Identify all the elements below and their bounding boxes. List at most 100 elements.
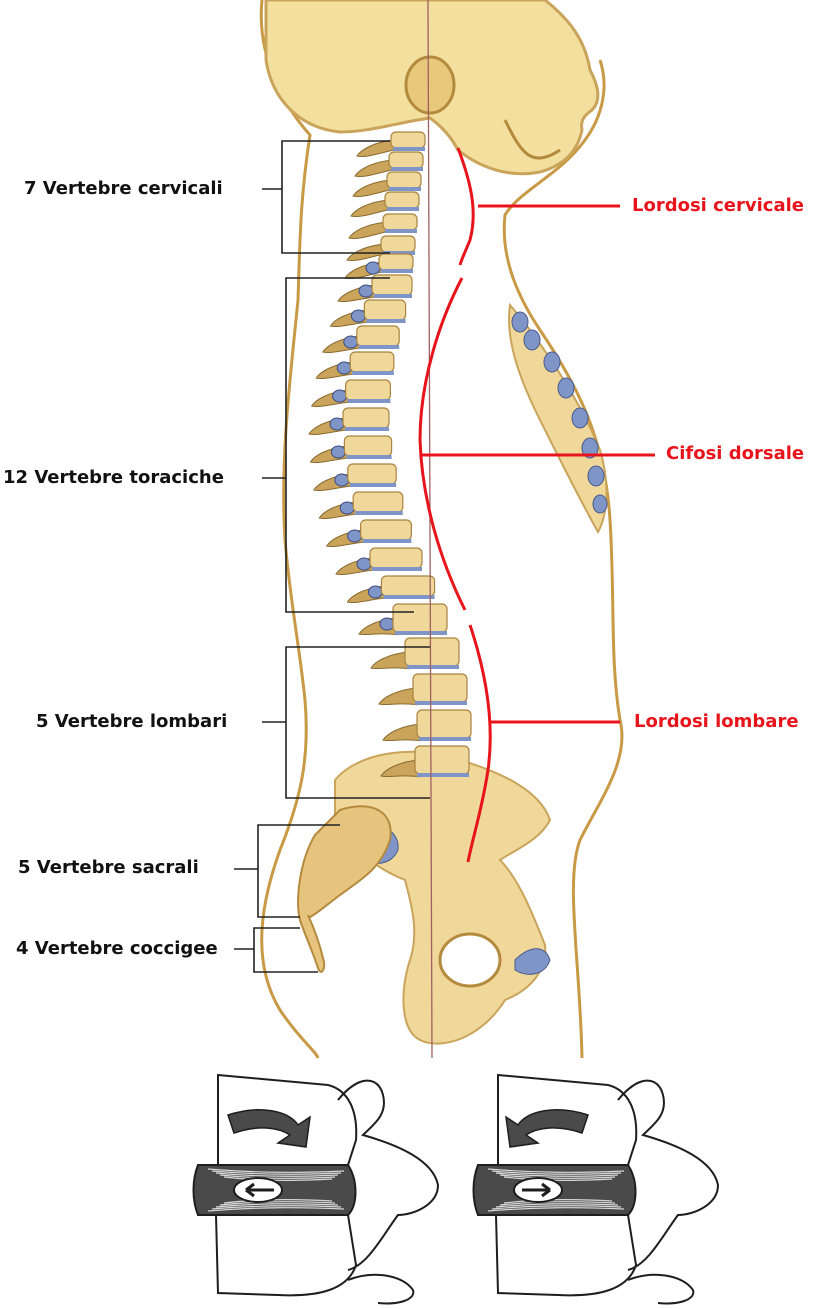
vertebra-body <box>369 547 423 569</box>
disc-fibers <box>491 1170 622 1175</box>
intervertebral-disc <box>349 483 397 487</box>
lower-vertebra <box>214 1214 358 1297</box>
vertebra-body <box>404 637 460 667</box>
vertebra-body <box>380 235 416 253</box>
intervertebral-disc <box>391 167 423 171</box>
disc-fibers <box>495 1203 619 1208</box>
intervertebral-disc <box>346 455 392 459</box>
vertebra-body <box>416 709 472 739</box>
intervertebral-disc <box>372 567 422 571</box>
vertebrae-brackets <box>234 140 430 973</box>
label-coccygeal-vertebrae: 4 Vertebre coccigee <box>16 938 218 959</box>
intervertebral-disc <box>362 539 412 543</box>
vertebra-body <box>392 603 448 633</box>
disc-fibers <box>499 1201 616 1206</box>
intervertebral-disc <box>352 371 394 375</box>
rotation-illustration-left <box>192 1073 440 1305</box>
intervertebral-disc <box>419 737 471 741</box>
vertebra-body <box>352 491 404 513</box>
vertebra-process <box>350 199 390 217</box>
vertebra-process <box>382 723 422 742</box>
label-thoracic-vertebrae: 12 Vertebre toraciche <box>3 467 224 488</box>
vertebra-foramen <box>329 417 345 431</box>
lower-process <box>627 1273 695 1305</box>
disc-fibers <box>487 1168 625 1173</box>
disc-fibers <box>207 1207 345 1212</box>
intervertebral-disc <box>415 701 467 705</box>
disc-fibers <box>487 1207 625 1212</box>
label-sacral-vertebrae: 5 Vertebre sacrali <box>18 857 199 878</box>
vertebra-foramen <box>350 309 366 323</box>
spine-icon <box>308 131 472 778</box>
vertebra-foramen <box>379 617 395 631</box>
label-cervical-vertebrae: 7 Vertebre cervicali <box>24 178 223 199</box>
sacrum-icon <box>297 805 392 973</box>
curvature-lines <box>418 147 655 863</box>
vertebra-body <box>386 171 422 189</box>
disc-fibers <box>503 1176 613 1181</box>
rotation-illustration-right <box>472 1073 720 1305</box>
vertebra-body <box>380 575 436 597</box>
vertebra-body <box>390 131 426 149</box>
intervertebral-disc <box>345 427 389 431</box>
intervertebral-disc <box>407 665 459 669</box>
intervertebral-disc <box>383 595 435 599</box>
rotation-arrow-icon <box>227 1109 311 1148</box>
intervertebral-disc <box>417 773 469 777</box>
lower-vertebra <box>494 1214 638 1297</box>
disc-fibers <box>503 1199 613 1204</box>
vertebra-foramen <box>347 529 363 543</box>
vertebra-foramen <box>339 501 355 515</box>
vertebra-process <box>356 139 396 157</box>
vertebra-body <box>342 407 390 429</box>
disc-fibers <box>215 1203 339 1208</box>
disc-fibers <box>219 1174 336 1179</box>
intervertebral-disc <box>389 187 421 191</box>
vertebra-body <box>356 325 400 347</box>
disc-fibers <box>491 1205 622 1210</box>
disc-fibers <box>223 1176 333 1181</box>
vertebra-body <box>349 351 395 373</box>
intervertebral-disc <box>385 229 417 233</box>
vertebra-processes <box>337 1079 440 1271</box>
label-dorsal-kyphosis: Cifosi dorsale <box>666 443 805 464</box>
intervertebral-disc <box>387 207 419 211</box>
lower-process <box>347 1273 415 1305</box>
intervertebral-disc <box>374 294 412 298</box>
nucleus-arrow-icon <box>522 1182 551 1198</box>
vertebra-foramen <box>330 445 346 459</box>
vertebra-process <box>380 759 420 778</box>
vertebra-foramen <box>332 389 348 403</box>
intervertebral-disc <box>358 345 400 349</box>
disc-fibers <box>215 1172 339 1177</box>
disc-fibers <box>499 1174 616 1179</box>
vertebra-foramen <box>336 361 352 375</box>
label-cervical-lordosis: Lordosi cervicale <box>632 195 804 216</box>
vertebra-body <box>384 191 420 209</box>
vertebra-process <box>370 651 410 670</box>
vertebra-foramen <box>367 585 383 599</box>
intervertebral-disc <box>366 319 406 323</box>
vertebra-body <box>388 151 424 169</box>
vertebra-body <box>345 379 392 401</box>
disc-fibers <box>223 1199 333 1204</box>
skull-icon <box>264 0 600 176</box>
vertebra-body <box>412 673 468 703</box>
disc-fibers <box>211 1205 342 1210</box>
intervertebral-disc <box>395 631 447 635</box>
plumb-line <box>427 0 433 1059</box>
vertebra-process <box>378 687 418 706</box>
disc-fibers <box>211 1170 342 1175</box>
vertebra-processes <box>617 1079 720 1271</box>
intervertebral-disc <box>381 269 413 273</box>
disc-fibers <box>219 1201 336 1206</box>
pelvis-icon <box>334 750 552 1045</box>
vertebra-body <box>363 299 407 321</box>
vertebra-process <box>352 179 392 197</box>
intervertebral-disc <box>355 511 403 515</box>
vertebra-foramen <box>343 335 359 349</box>
disc-fibers <box>495 1172 619 1177</box>
label-lumbar-lordosis: Lordosi lombare <box>634 711 799 732</box>
vertebra-body <box>414 745 470 775</box>
